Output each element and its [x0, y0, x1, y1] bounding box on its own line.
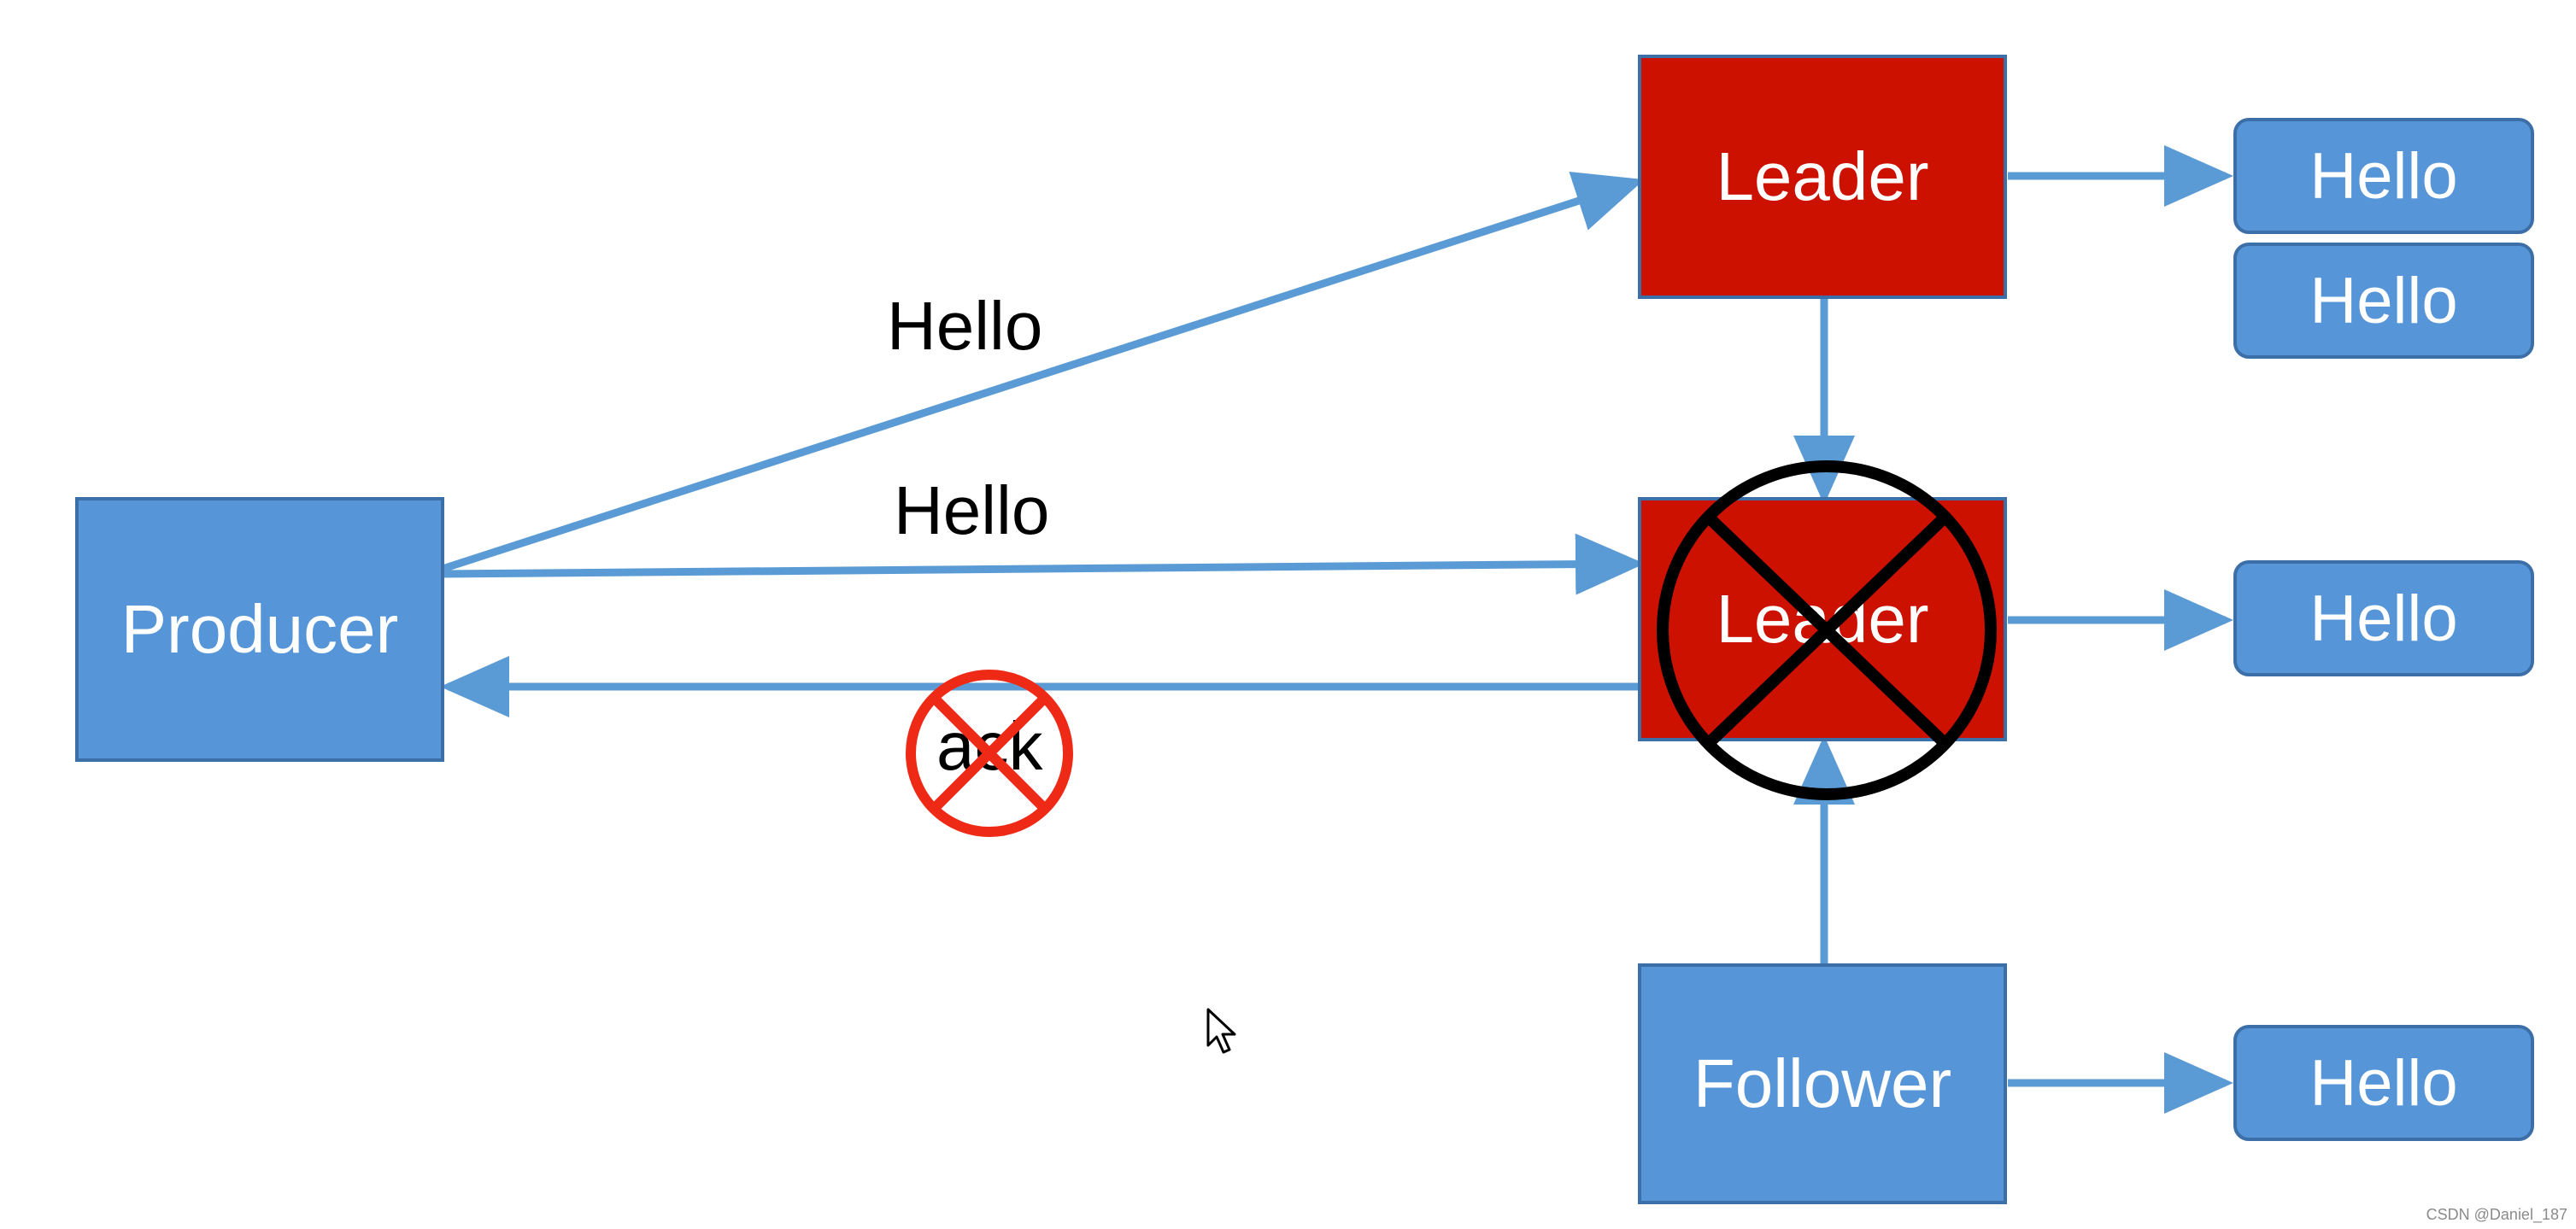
edge-label-producer-to-leader-top: Hello [887, 288, 1043, 364]
arrow-producer-to-leader-top [441, 171, 1645, 573]
mouse-cursor-icon [1206, 1008, 1236, 1054]
message-leader-mid: Hello [2233, 560, 2534, 676]
arrow-producer-to-leader-mid [442, 533, 1645, 595]
watermark: CSDN @Daniel_187 [2426, 1206, 2567, 1223]
message-label: Hello [2309, 1046, 2458, 1120]
producer-node: Producer [75, 497, 444, 762]
message-label: Hello [2309, 582, 2458, 655]
leader-mid-label: Leader [1716, 581, 1929, 657]
leader-top-label: Leader [1716, 138, 1929, 214]
leader-mid-node: Leader [1638, 497, 2007, 741]
message-leader-top-2: Hello [2233, 243, 2534, 359]
follower-node: Follower [1638, 963, 2007, 1204]
edge-label-producer-to-leader-mid: Hello [894, 472, 1050, 548]
edge-label-ack: ack [936, 708, 1043, 784]
message-label: Hello [2309, 264, 2458, 337]
message-follower: Hello [2233, 1025, 2534, 1141]
message-label: Hello [2309, 139, 2458, 213]
leader-top-node: Leader [1638, 55, 2007, 299]
follower-label: Follower [1693, 1045, 1952, 1121]
producer-label: Producer [120, 591, 399, 667]
message-leader-top-1: Hello [2233, 118, 2534, 234]
